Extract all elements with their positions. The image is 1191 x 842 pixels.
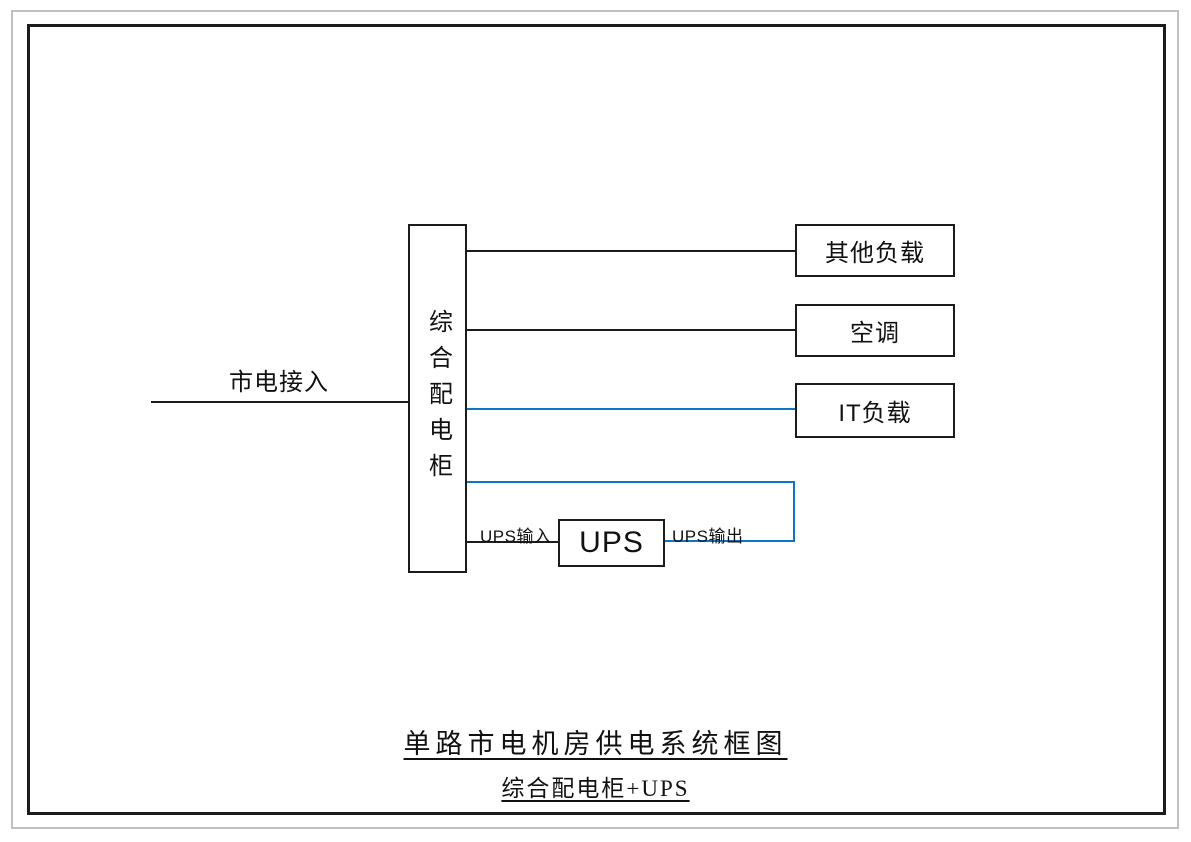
mains-input-label: 市电接入 [229, 369, 329, 396]
ups-node-label: UPS [579, 526, 644, 559]
mains-input-line [151, 401, 408, 403]
caption-subtitle: 综合配电柜+UPS [501, 776, 690, 801]
wire-ups-output-right [793, 481, 795, 542]
wire-air-conditioner [467, 329, 795, 331]
distribution-cabinet-node: 综合配电柜 [408, 224, 467, 573]
wire-ups-output-bottom [665, 540, 795, 542]
caption-title: 单路市电机房供电系统框图 [403, 729, 788, 759]
wire-other-load [467, 250, 795, 252]
inner-border [27, 24, 1166, 815]
distribution-cabinet-label: 综合配电柜 [424, 308, 452, 489]
wire-ups-input [467, 541, 558, 543]
ups-input-wire-label: UPS输入 [480, 527, 552, 546]
load-node-air-conditioner: 空调 [795, 304, 955, 357]
outer-border [11, 10, 1179, 829]
load-node-other-label: 其他负载 [825, 240, 925, 267]
load-node-it: IT负载 [795, 383, 955, 438]
wire-it-load [467, 408, 795, 410]
ups-node: UPS [558, 519, 665, 567]
wire-ups-output-top [467, 481, 795, 483]
ups-output-wire-label: UPS输出 [672, 527, 744, 546]
caption-block: 单路市电机房供电系统框图 综合配电柜+UPS [0, 722, 1191, 803]
load-node-it-label: IT负载 [838, 400, 912, 427]
load-node-other: 其他负载 [795, 224, 955, 277]
load-node-air-conditioner-label: 空调 [850, 320, 900, 347]
